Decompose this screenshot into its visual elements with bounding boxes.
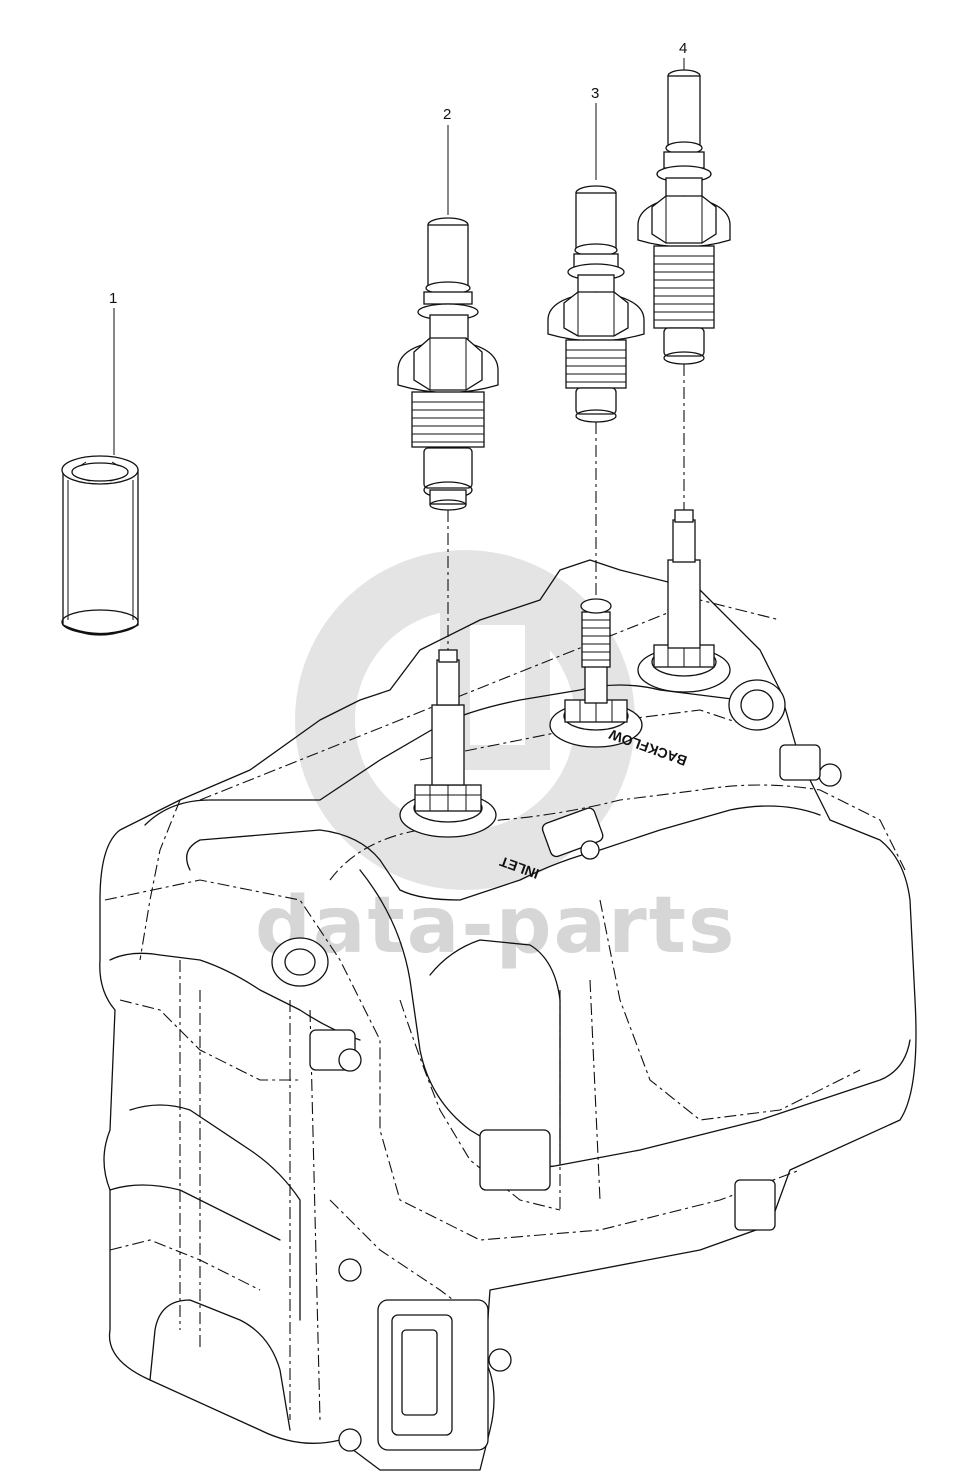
- callout-2: 2: [443, 106, 451, 123]
- pump-housing: [99, 509, 917, 1471]
- part-1-filter-sleeve[interactable]: [61, 308, 139, 636]
- watermark-text: data-parts: [255, 881, 736, 971]
- part-3-check-valve[interactable]: [547, 103, 645, 595]
- part-2-check-valve[interactable]: [397, 125, 499, 650]
- callout-1: 1: [109, 290, 117, 307]
- part-4-check-valve[interactable]: [637, 58, 731, 510]
- callout-4: 4: [679, 40, 687, 57]
- watermark-logo-icon: [295, 550, 635, 890]
- callout-3: 3: [591, 85, 599, 102]
